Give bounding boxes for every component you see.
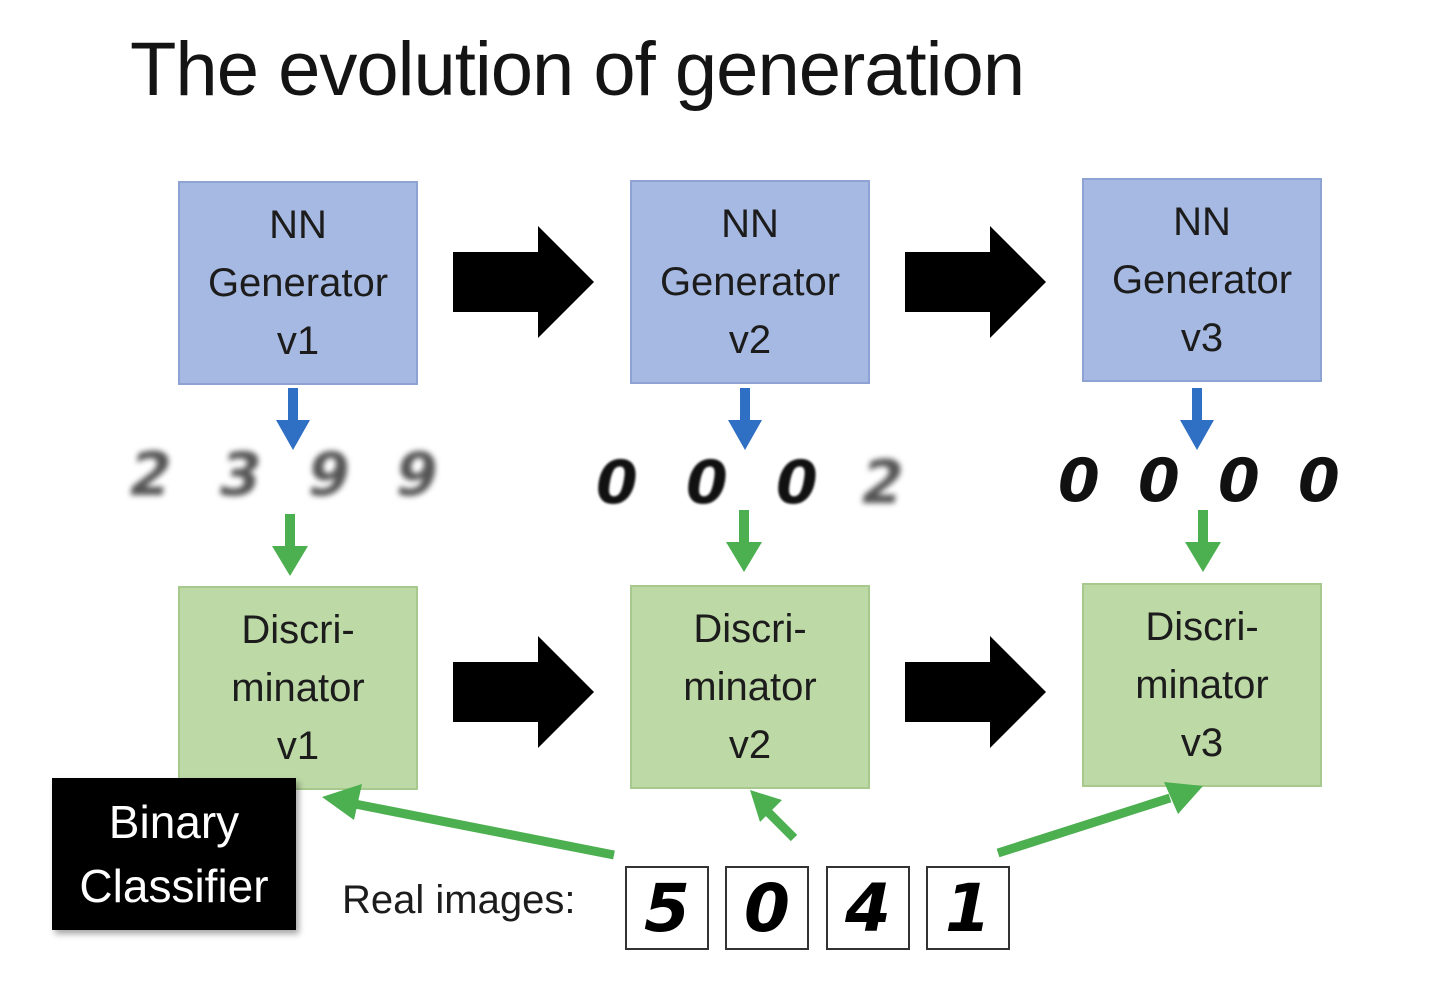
discriminator-v2-line1: Discri- bbox=[693, 607, 807, 651]
blue-arrow-v3 bbox=[1180, 388, 1214, 450]
blue-arrow-v1 bbox=[276, 388, 310, 450]
real-image-digit: 1 bbox=[926, 866, 1010, 950]
generator-v3-line2: Generator bbox=[1111, 258, 1293, 302]
black-arrow-gen-1-2 bbox=[453, 226, 594, 338]
discriminator-v2-line3: v2 bbox=[728, 723, 772, 767]
sample-digit: 0 bbox=[1298, 446, 1340, 516]
discriminator-v1-box: Discri- minator v1 bbox=[178, 586, 418, 790]
discriminator-v2-line2: minator bbox=[683, 665, 817, 709]
green-arrowhead-d2 bbox=[750, 790, 782, 822]
green-arrow-down-v1 bbox=[272, 514, 308, 576]
sample-digit: 0 bbox=[1138, 446, 1180, 516]
blue-arrow-v2 bbox=[728, 388, 762, 450]
generator-v3-line1: NN bbox=[1173, 200, 1231, 244]
generator-v1-box: NN Generator v1 bbox=[178, 181, 418, 385]
green-arrow-down-v3 bbox=[1185, 510, 1221, 572]
generator-v2-line3: v2 bbox=[728, 318, 772, 362]
discriminator-v3-line1: Discri- bbox=[1145, 605, 1259, 649]
real-images-label: Real images: bbox=[342, 878, 576, 922]
binary-classifier-line1: Binary bbox=[108, 796, 240, 848]
generator-v1-line1: NN bbox=[269, 203, 327, 247]
discriminator-v2-box: Discri- minator v2 bbox=[630, 585, 870, 789]
generator-v3-line3: v3 bbox=[1180, 316, 1224, 360]
real-image-digit: 0 bbox=[725, 866, 809, 950]
green-arrow-real-to-d2-line bbox=[764, 808, 798, 842]
real-image-digit: 4 bbox=[826, 866, 910, 950]
discriminator-v1-line1: Discri- bbox=[241, 608, 355, 652]
green-arrow-real-to-d1-line bbox=[354, 799, 615, 860]
sample-digit: 0 bbox=[1218, 446, 1260, 516]
sample-digit: 0 bbox=[1058, 446, 1100, 516]
sample-digit: 3 bbox=[220, 440, 262, 510]
discriminator-v3-line3: v3 bbox=[1180, 721, 1224, 765]
generator-v1-line2: Generator bbox=[207, 261, 389, 305]
sample-digit: 2 bbox=[130, 440, 172, 510]
generator-v2-box: NN Generator v2 bbox=[630, 180, 870, 384]
sample-digit: 0 bbox=[686, 448, 728, 518]
generator-v2-line2: Generator bbox=[659, 260, 841, 304]
black-arrow-disc-2-3 bbox=[905, 636, 1046, 748]
generator-v2-line1: NN bbox=[721, 202, 779, 246]
sample-digit: 2 bbox=[862, 448, 904, 518]
sample-digit: 0 bbox=[776, 448, 818, 518]
green-arrowhead-d1 bbox=[322, 784, 362, 820]
green-arrow-real-to-d3-line bbox=[996, 793, 1172, 858]
discriminator-v3-line2: minator bbox=[1135, 663, 1269, 707]
generator-v3-box: NN Generator v3 bbox=[1082, 178, 1322, 382]
page-title: The evolution of generation bbox=[130, 27, 1025, 112]
discriminator-v1-line2: minator bbox=[231, 666, 365, 710]
black-arrow-disc-1-2 bbox=[453, 636, 594, 748]
binary-classifier-line2: Classifier bbox=[79, 860, 269, 912]
green-arrow-down-v2 bbox=[726, 510, 762, 572]
green-arrowhead-d3 bbox=[1164, 782, 1203, 814]
sample-digit: 0 bbox=[596, 448, 638, 518]
black-arrow-gen-2-3 bbox=[905, 226, 1046, 338]
sample-digit: 9 bbox=[308, 440, 350, 510]
generator-v1-line3: v1 bbox=[276, 319, 320, 363]
sample-digit: 9 bbox=[396, 440, 438, 510]
binary-classifier-label: Binary Classifier bbox=[52, 778, 296, 930]
real-image-digit: 5 bbox=[625, 866, 709, 950]
discriminator-v1-line3: v1 bbox=[276, 724, 320, 768]
